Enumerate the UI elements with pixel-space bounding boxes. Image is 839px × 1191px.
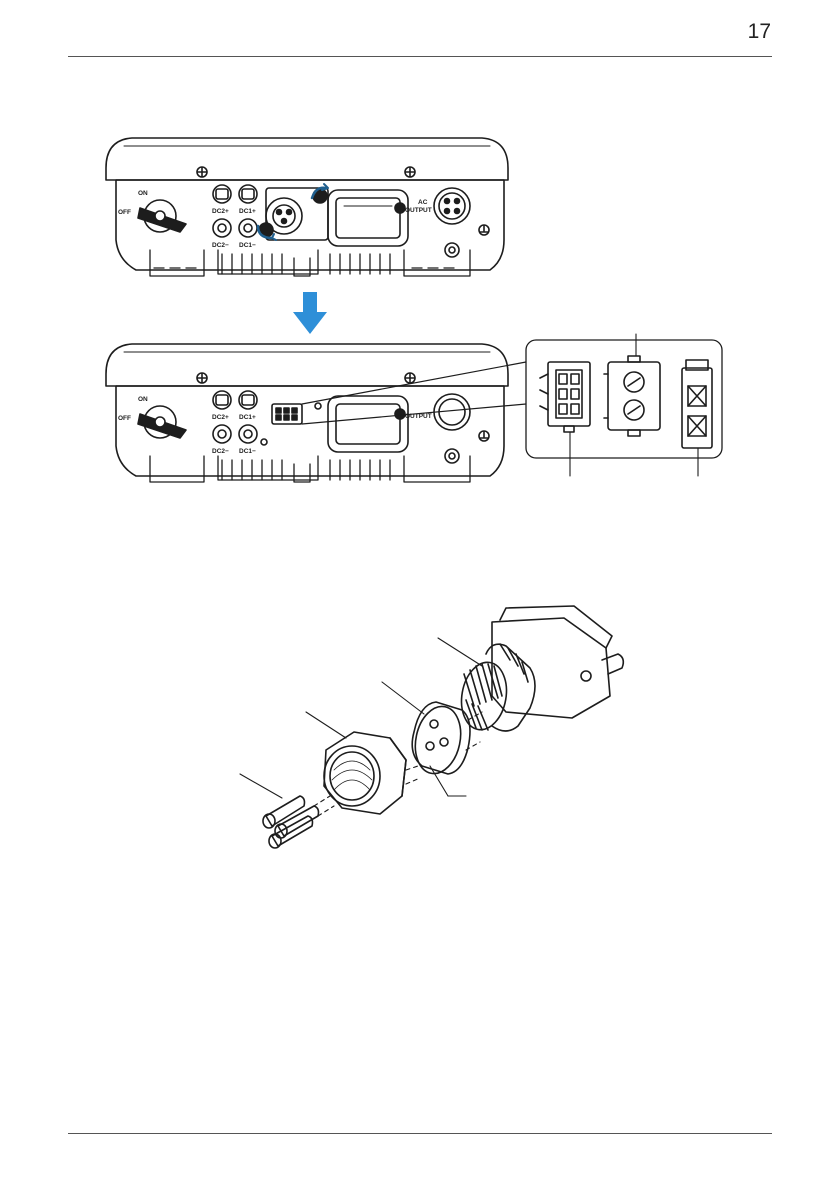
display-window [328,396,408,452]
header-rule [68,56,772,57]
inverter-view-before: ON OFF DC2+ DC1+ DC2− DC1− [106,138,508,276]
screw-icon [395,409,405,419]
six-pin-connector [540,362,590,432]
footer-rule [68,1133,772,1134]
pressure-valve [445,449,459,463]
display-window [328,190,408,246]
dc2-plus-label: DC2+ [212,414,229,421]
dc-connector-icon [213,185,231,203]
com-port-plug [258,184,328,240]
dc1-minus-label: DC1− [239,242,256,249]
hex-nut [324,732,420,814]
gland-body [456,606,623,733]
ground-icon [479,431,489,441]
dc-connector-icon [213,391,231,409]
cable-gland-exploded-figure [230,600,630,865]
com-terminal-small [272,404,302,424]
screw-icon [197,167,207,177]
dc1-minus-label: DC1− [239,448,256,455]
pressure-valve [445,243,459,257]
dc1-plus-label: DC1+ [239,208,256,215]
dc-connector-icon [239,185,257,203]
down-arrow-icon [293,292,327,334]
cable-conductors [263,796,334,848]
two-pin-connector [604,356,660,436]
dc2-minus-label: DC2− [212,448,229,455]
heatsink-fins [150,250,470,276]
screw-icon [405,373,415,383]
screw-icon [197,373,207,383]
switch-off-label: OFF [118,209,131,216]
connector-detail-inset [526,334,722,476]
inverter-view-after: ON OFF DC2+ DC1+ DC2− DC1− OUTPUT [106,344,526,482]
ground-icon [479,225,489,235]
dc-connector-icon [213,219,231,237]
ac-label: AC [418,199,428,206]
dc2-plus-label: DC2+ [212,208,229,215]
inverter-figure: ON OFF DC2+ DC1+ DC2− DC1− [100,128,740,493]
output-label: OUTPUT [405,207,432,214]
dc-connector-icon [213,425,231,443]
dc-connector-icon [239,391,257,409]
ac-output-connector [434,188,470,224]
terminal-block-side [682,360,712,448]
page-number: 17 [748,20,771,44]
dc2-minus-label: DC2− [212,242,229,249]
screw-icon [405,167,415,177]
switch-on-label: ON [138,190,148,197]
screw-icon [395,203,405,213]
rotary-switch-icon [138,406,186,438]
switch-on-label: ON [138,396,148,403]
switch-off-label: OFF [118,415,131,422]
dc-connector-icon [239,425,257,443]
dc1-plus-label: DC1+ [239,414,256,421]
dc-connector-icon [239,219,257,237]
rotary-switch-icon [138,200,186,232]
